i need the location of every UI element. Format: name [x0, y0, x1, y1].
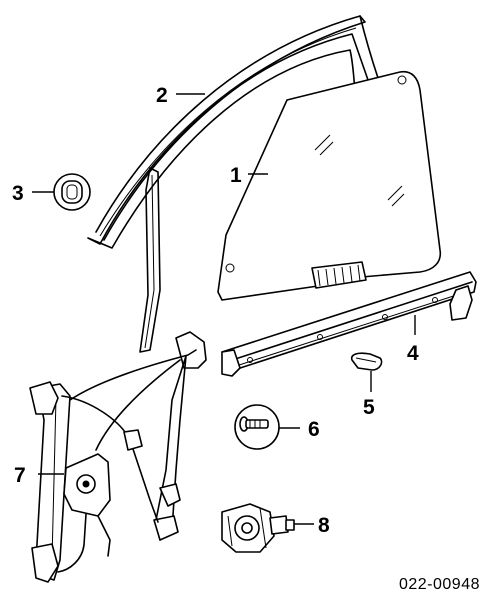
part-motor	[221, 503, 295, 553]
part-plug	[53, 173, 91, 211]
callout-7: 7	[14, 464, 26, 487]
callout-leaders	[32, 93, 416, 525]
reference-code: 022-00948	[398, 576, 480, 593]
part-clip	[350, 352, 383, 371]
part-door-glass	[217, 70, 442, 301]
callout-labels: 1 2 3 4 5 6 7 8	[12, 84, 419, 537]
callout-8: 8	[318, 514, 330, 537]
callout-1: 1	[230, 164, 242, 187]
callout-5: 5	[363, 396, 375, 419]
callout-4: 4	[407, 342, 419, 365]
callout-6: 6	[308, 418, 320, 441]
part-belt-strip	[221, 271, 477, 377]
callout-3: 3	[12, 182, 24, 205]
callout-2: 2	[156, 84, 168, 107]
part-window-regulator	[29, 331, 207, 583]
part-rivet	[234, 404, 280, 450]
